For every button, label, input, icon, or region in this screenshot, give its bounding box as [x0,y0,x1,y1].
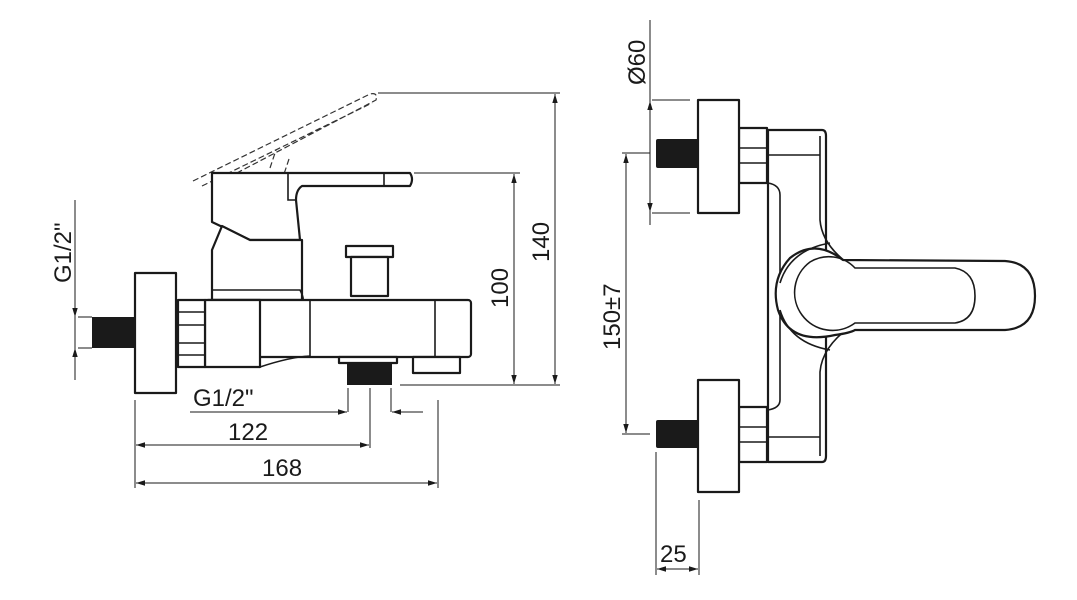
lever [210,171,414,242]
spout [337,355,399,365]
wall-flange-bottom [696,378,741,494]
aerator [411,355,462,375]
outlet-thread [347,363,392,385]
diverter-stem [349,255,390,298]
wall-flange-top [696,98,741,215]
dim-inlet-thread: G1/2" [50,222,77,283]
dim-center-distance: 150±7 [599,283,626,350]
dim-flange-diameter: Ø60 [624,40,651,85]
diverter-knob [344,244,395,259]
inlet-thread [92,317,135,348]
wall-flange [133,271,178,395]
inlet-thread-bottom [656,420,699,448]
raised-lever-outline [192,93,377,187]
hex-nut-bottom [737,405,769,464]
hex-nut [176,298,207,369]
front-view: Ø60 150±7 25 [599,20,1037,575]
dim-height-100: 100 [487,268,514,308]
side-view: G1/2" G1/2" 122 168 100 140 [50,92,560,488]
hex-nut-top [737,126,769,185]
inlet-thread-top [656,139,699,168]
dim-width-122: 122 [228,419,268,446]
dim-width-168: 168 [262,455,302,482]
dim-height-140: 140 [528,222,555,262]
dim-stub-length: 25 [660,541,687,568]
lever-front [774,247,1037,339]
dim-outlet-thread: G1/2" [193,385,254,412]
